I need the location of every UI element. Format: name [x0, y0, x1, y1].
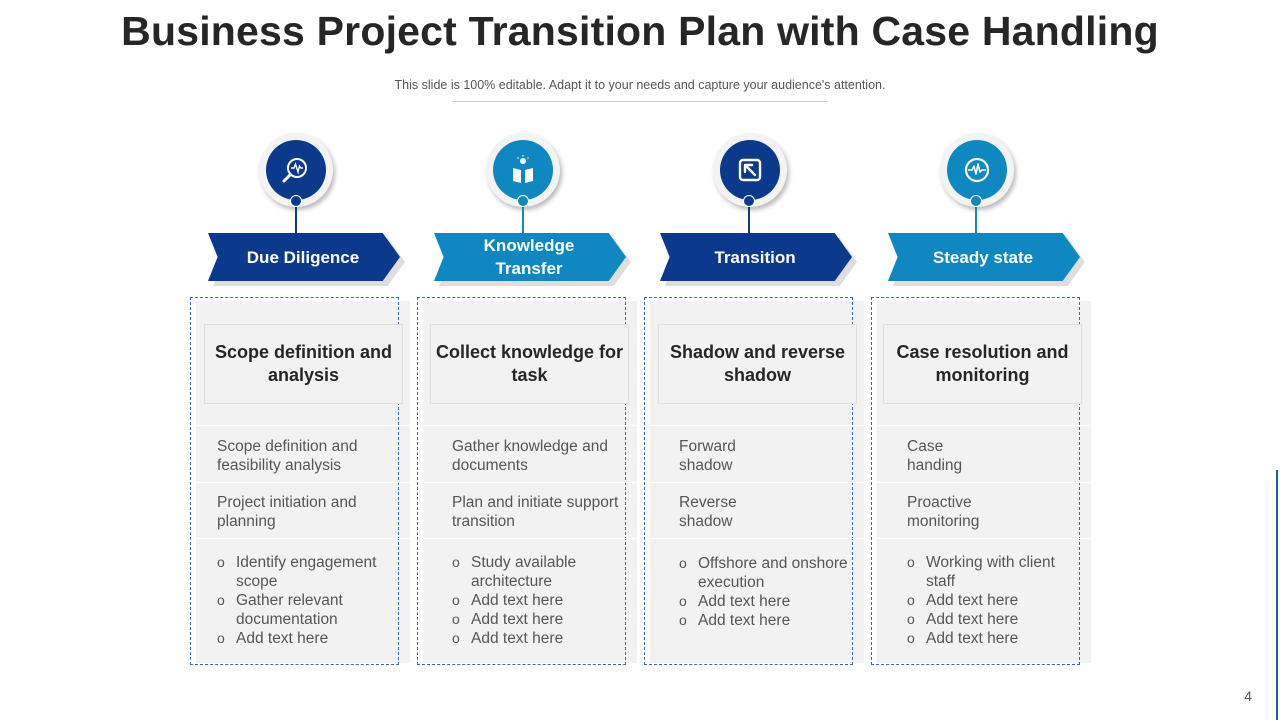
connector-line — [295, 197, 297, 233]
stage-bullet-list: Study available architecture Add text he… — [452, 553, 632, 648]
stage-column-due-diligence: Due Diligence Scope definition and analy… — [190, 0, 420, 720]
stage-bullet-list: Offshore and onshore execution Add text … — [679, 554, 859, 630]
slide-subtitle: This slide is 100% editable. Adapt it to… — [394, 78, 886, 92]
stage-bullet-list: Working with client staff Add text here … — [907, 553, 1087, 648]
stage-icon-circle — [713, 133, 787, 207]
bullet-item: Add text here — [452, 610, 632, 629]
subtitle-divider — [452, 101, 828, 102]
stage-arrow: Steady state — [888, 233, 1080, 281]
edge-accent-bar — [1276, 470, 1278, 720]
stage-item: Gather knowledge and documents — [452, 438, 608, 474]
page-number: 4 — [1244, 688, 1252, 704]
bullet-item: Add text here — [679, 592, 859, 611]
slide-title: Business Project Transition Plan with Ca… — [121, 8, 1159, 54]
stage-item: Project initiation and planning — [217, 494, 357, 530]
stage-item: Proactive monitoring — [907, 494, 980, 530]
bullet-item: Add text here — [907, 591, 1087, 610]
bullet-item: Gather relevant documentation — [217, 591, 397, 629]
bullet-item: Working with client staff — [907, 553, 1087, 591]
bullet-item: Add text here — [679, 611, 859, 630]
stage-column-knowledge-transfer: Knowledge Transfer Collect knowledge for… — [417, 0, 647, 720]
stage-column-transition: Transition Shadow and reverse shadow For… — [644, 0, 874, 720]
bullet-item: Add text here — [907, 610, 1087, 629]
stage-item: Case handing — [907, 438, 963, 474]
bullet-item: Add text here — [452, 629, 632, 648]
magnifier-chart-icon — [282, 158, 307, 183]
stage-heading: Scope definition and analysis — [204, 324, 403, 404]
stage-arrow: Transition — [660, 233, 852, 281]
pulse-monitor-icon — [964, 157, 990, 183]
connector-line — [748, 197, 750, 233]
stage-icon-circle — [259, 133, 333, 207]
stage-item: Reverse shadow — [679, 494, 737, 530]
stage-icon-circle — [486, 133, 560, 207]
connector-dot — [970, 195, 982, 207]
connector-line — [522, 197, 524, 233]
idea-puzzle-icon — [513, 155, 533, 183]
stage-arrow: Due Diligence — [208, 233, 400, 281]
stage-item: Scope definition and feasibility analysi… — [217, 438, 358, 474]
connector-dot — [743, 195, 755, 207]
bullet-item: Add text here — [907, 629, 1087, 648]
stage-heading: Case resolution and monitoring — [883, 324, 1082, 404]
stage-label: Knowledge Transfer — [483, 236, 575, 278]
stage-heading: Collect knowledge for task — [430, 324, 629, 404]
stage-arrow: Knowledge Transfer — [434, 233, 626, 281]
stage-heading: Shadow and reverse shadow — [658, 324, 857, 404]
bullet-item: Add text here — [452, 591, 632, 610]
stage-item: Forward shadow — [679, 438, 736, 474]
bullet-item: Add text here — [217, 629, 397, 648]
connector-line — [975, 197, 977, 233]
bullet-item: Study available architecture — [452, 553, 632, 591]
bullet-item: Offshore and onshore execution — [679, 554, 859, 592]
stage-bullet-list: Identify engagement scope Gather relevan… — [217, 553, 397, 648]
stage-label: Transition — [714, 247, 796, 267]
stage-label: Steady state — [932, 247, 1034, 267]
stage-column-steady-state: Steady state Case resolution and monitor… — [871, 0, 1101, 720]
stage-label: Due Diligence — [246, 247, 360, 267]
bullet-item: Identify engagement scope — [217, 553, 397, 591]
connector-dot — [290, 195, 302, 207]
connector-dot — [517, 195, 529, 207]
arrow-box-icon — [738, 158, 762, 182]
stage-icon-circle — [940, 133, 1014, 207]
stage-item: Plan and initiate support transition — [452, 494, 619, 530]
